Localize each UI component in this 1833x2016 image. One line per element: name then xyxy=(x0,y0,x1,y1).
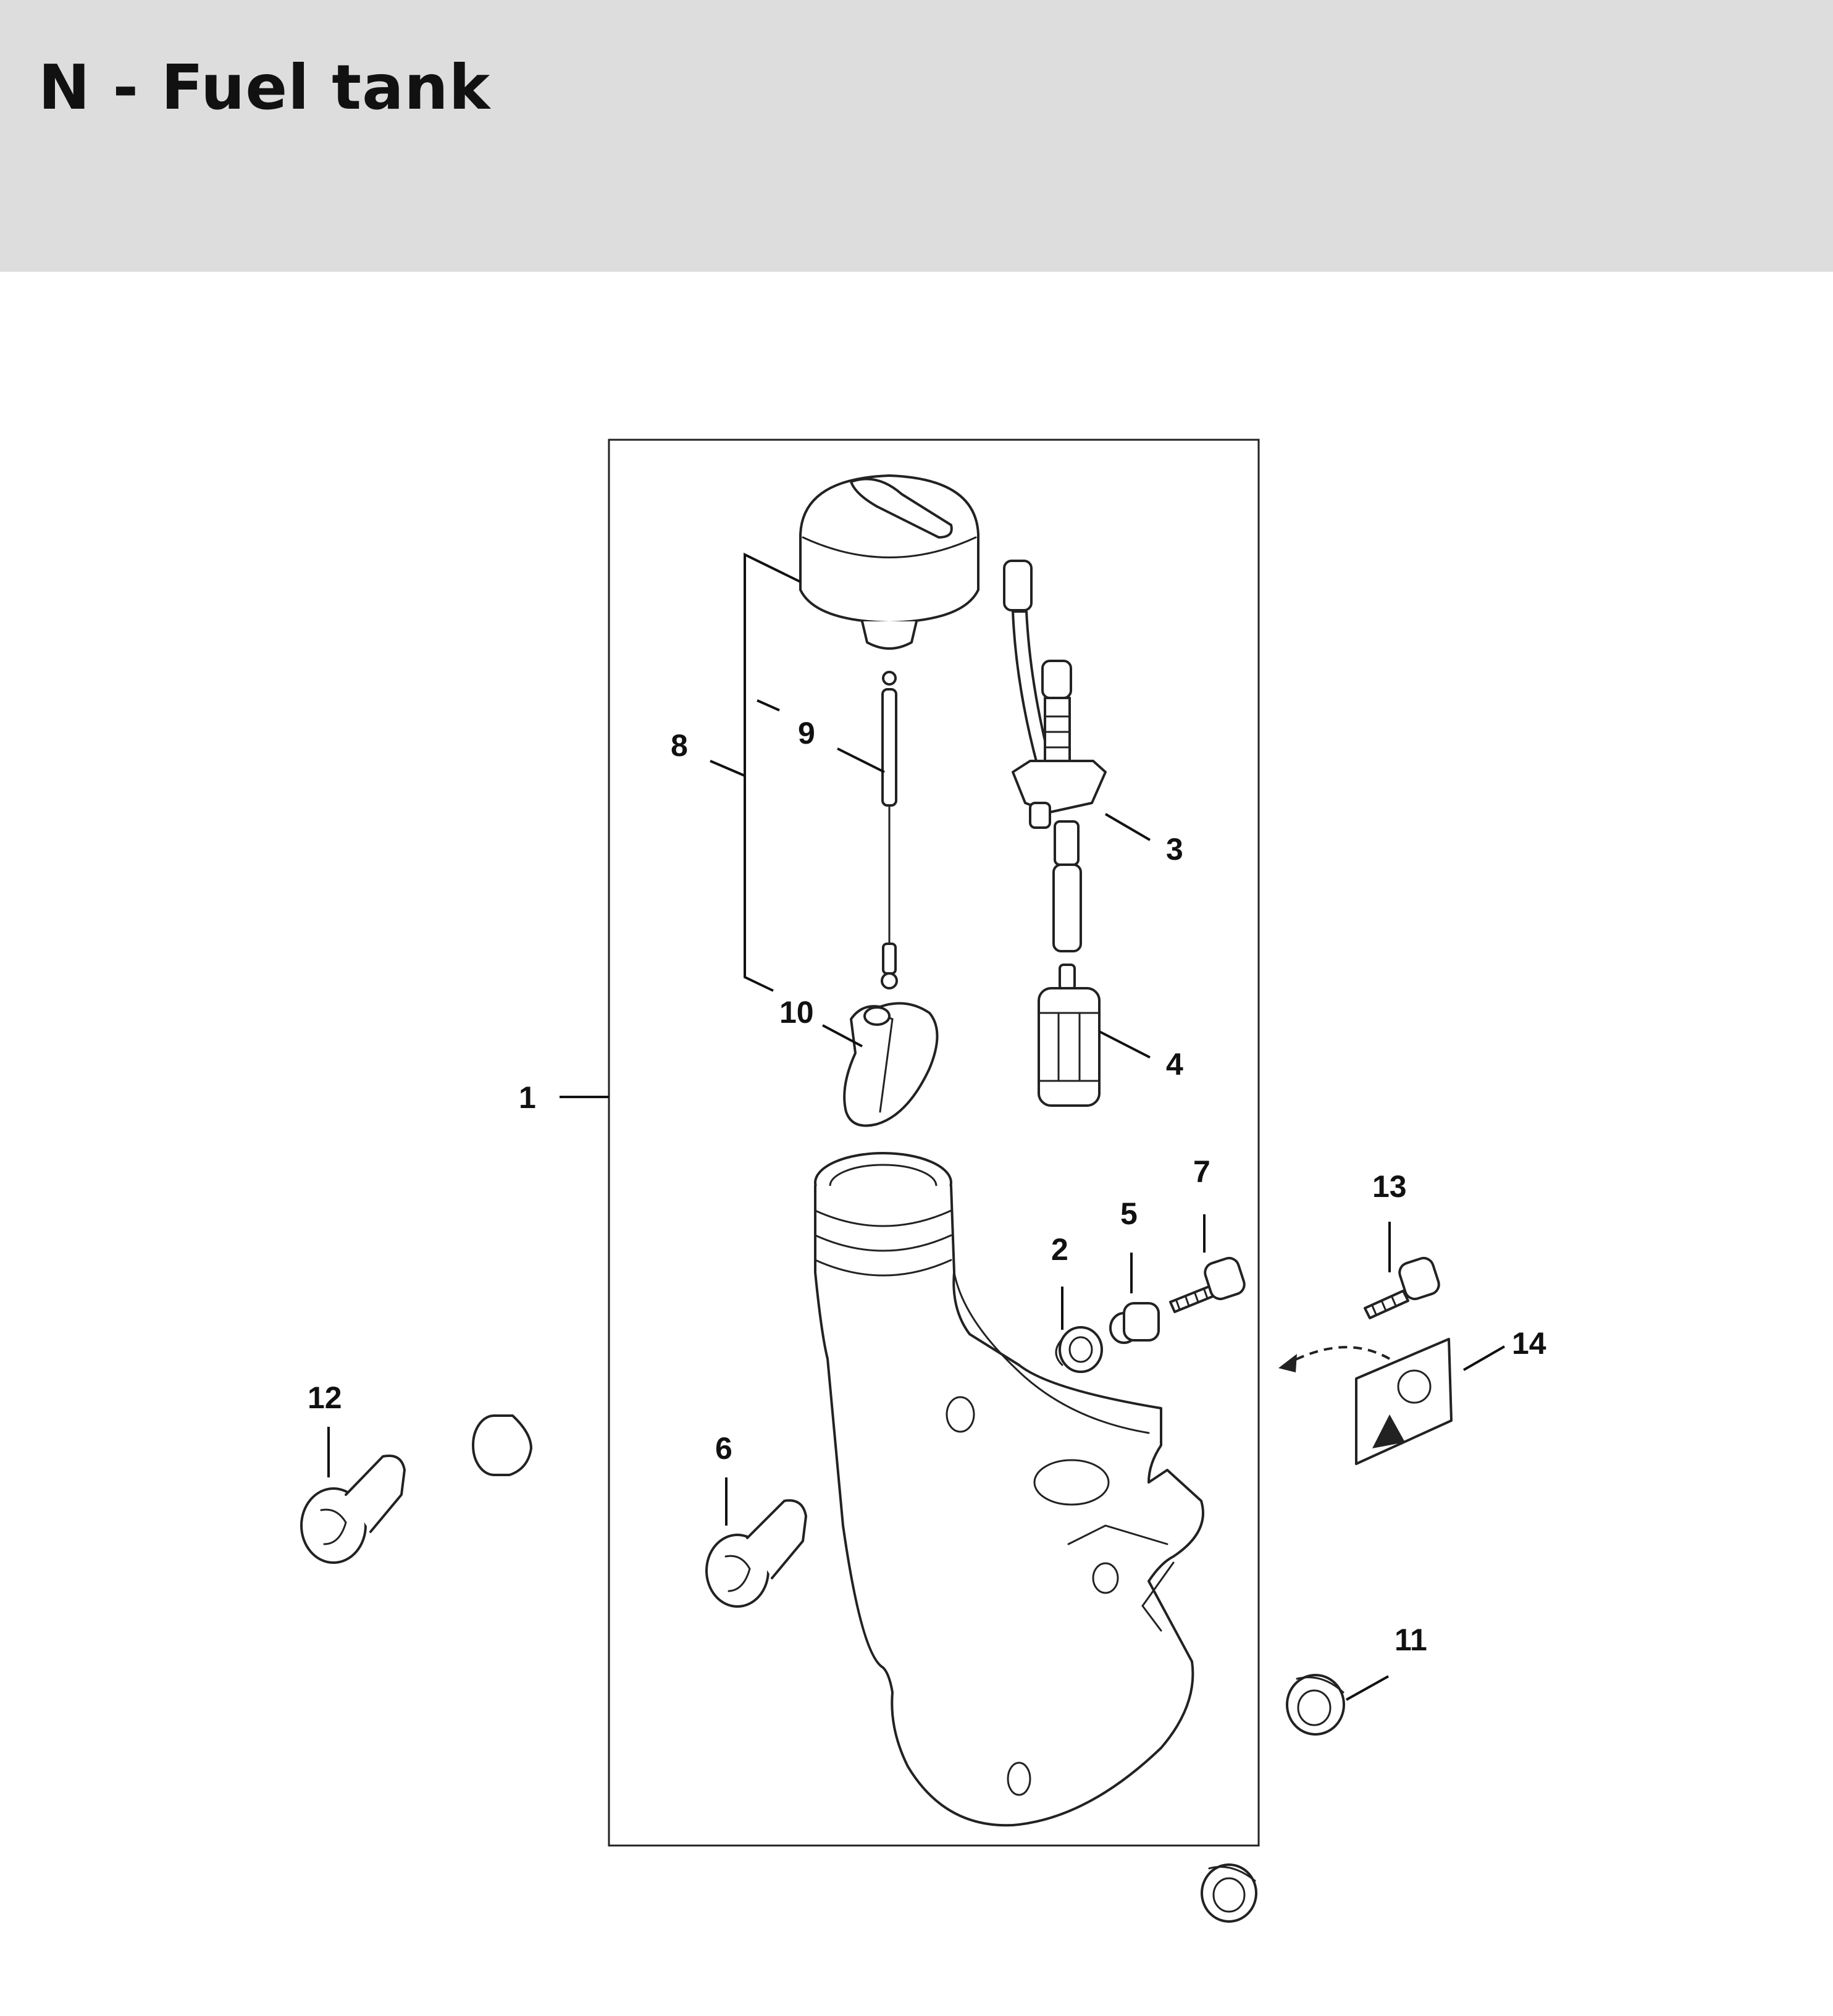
callout-9: 9 xyxy=(798,716,815,750)
callout-1: 1 xyxy=(519,1080,536,1115)
grommet-2 xyxy=(1055,1326,1103,1373)
callout-6: 6 xyxy=(715,1431,732,1466)
leader-lines xyxy=(327,552,1505,1701)
callout-2: 2 xyxy=(1051,1232,1068,1267)
callout-5: 5 xyxy=(1120,1196,1138,1231)
assembly-frame xyxy=(608,439,1260,1847)
header-band: N - Fuel tank xyxy=(0,0,1833,272)
callout-10: 10 xyxy=(779,995,814,1030)
fuel-tank-body xyxy=(814,1152,1204,1827)
clip-6 xyxy=(705,1499,807,1608)
strap-ring xyxy=(843,1002,939,1127)
callout-11: 11 xyxy=(1395,1623,1427,1657)
callout-13: 13 xyxy=(1372,1169,1407,1204)
fuel-hose-assembly xyxy=(1003,560,1107,952)
fuel-filter xyxy=(1038,964,1101,1107)
callout-12: 12 xyxy=(308,1380,342,1415)
callout-14: 14 xyxy=(1512,1326,1546,1361)
plug-5 xyxy=(1109,1302,1160,1344)
grommet-11 xyxy=(1286,1674,1345,1736)
fuel-cap xyxy=(799,474,979,686)
page-title: N - Fuel tank xyxy=(38,51,491,124)
grommet-bottom xyxy=(1201,1863,1257,1923)
pickup-rod xyxy=(881,688,898,989)
callout-4: 4 xyxy=(1166,1047,1183,1082)
screw-13 xyxy=(1364,1256,1440,1319)
clip-12 xyxy=(300,1455,406,1564)
warning-label-14 xyxy=(1278,1338,1453,1465)
callout-7: 7 xyxy=(1193,1154,1210,1189)
callout-8: 8 xyxy=(671,728,688,763)
callout-3: 3 xyxy=(1166,832,1183,867)
plug-near-12 xyxy=(472,1414,532,1476)
screw-7 xyxy=(1169,1256,1246,1313)
callouts: 1 2 3 4 5 6 7 8 9 10 11 12 13 14 xyxy=(308,716,1546,1657)
